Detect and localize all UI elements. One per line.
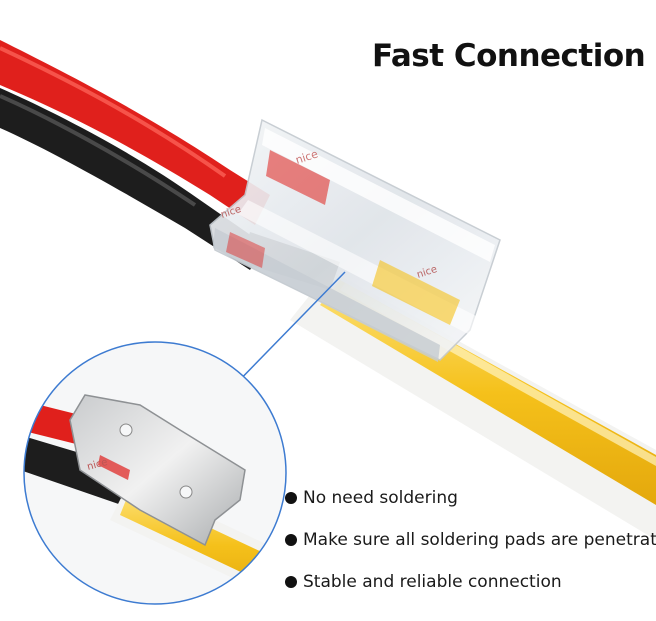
feature-item: No need soldering xyxy=(285,477,655,519)
feature-text: Stable and reliable connection xyxy=(303,572,562,592)
bullet-icon xyxy=(285,534,297,546)
feature-item: Make sure all soldering pads are penetra… xyxy=(285,519,656,561)
callout-line xyxy=(227,271,346,393)
bullet-icon xyxy=(285,492,297,504)
connector-housing: nice nice nice xyxy=(209,118,501,362)
brand-mark-zoom: nice xyxy=(86,457,109,473)
detail-zoom: nice xyxy=(23,341,287,605)
page-title: Fast Connection xyxy=(372,38,646,74)
bullet-icon xyxy=(285,576,297,588)
feature-item: Stable and reliable connection xyxy=(285,561,655,603)
feature-text: Make sure all soldering pads are penetra… xyxy=(303,530,656,550)
feature-text: No need soldering xyxy=(303,488,458,508)
feature-list: No need soldering Make sure all solderin… xyxy=(285,477,656,603)
